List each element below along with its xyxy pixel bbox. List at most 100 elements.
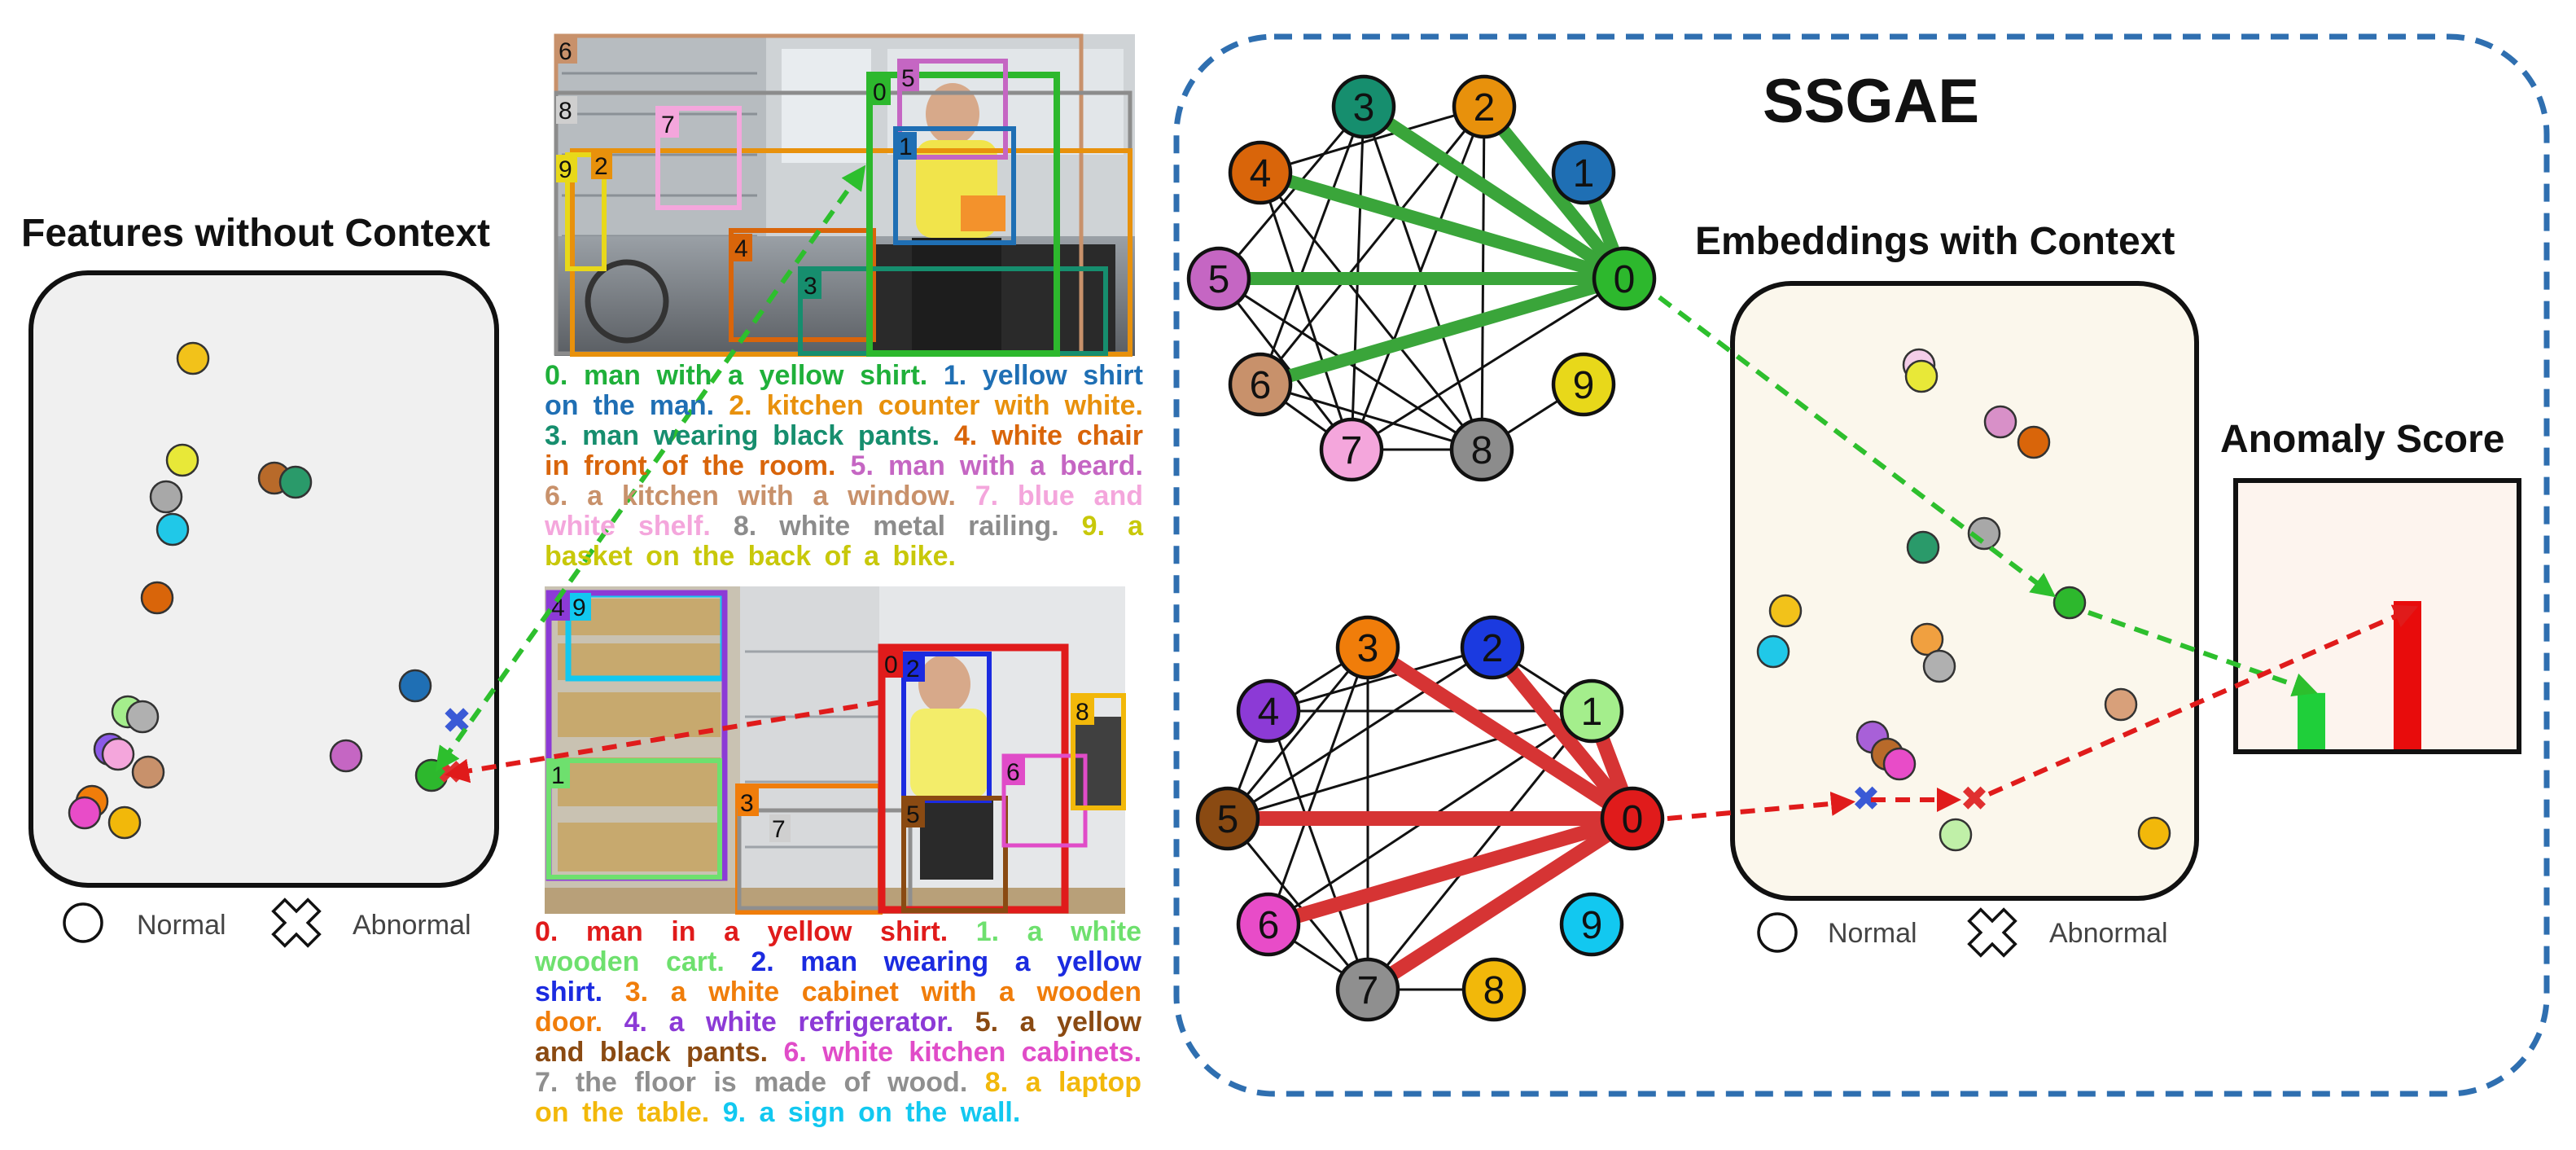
scene2-caption-7: 7. the floor is made of wood. <box>535 1067 968 1098</box>
feature-point <box>149 480 183 514</box>
ssgae-container <box>1173 33 2550 1097</box>
scene1-caption-2: 2. kitchen counter with white. <box>729 390 1143 421</box>
legend-abnormal-label-left: Abnormal <box>353 910 471 941</box>
embedding-point <box>1906 530 1940 564</box>
graph1-node <box>1228 352 1293 417</box>
scene2-image <box>545 586 1126 915</box>
graph1-node-label: 8 <box>1471 429 1493 472</box>
features-points <box>68 341 449 840</box>
graph1-node <box>1228 140 1293 205</box>
box-label: 8 <box>559 98 572 125</box>
legend-normal-label-left: Normal <box>137 910 226 941</box>
graph1-node-label: 5 <box>1208 258 1230 301</box>
scene2-caption-9: 9. a sign on the wall. <box>722 1097 1021 1128</box>
box-label: 4 <box>734 235 748 262</box>
graph2-node <box>1195 786 1260 851</box>
scene2-caption-6: 6. white kitchen cabinets. <box>783 1037 1142 1068</box>
embedding-point <box>1882 747 1917 781</box>
scene1-caption-7: 7. blue and white shelf. <box>545 481 1143 542</box>
embeddings-panel <box>1730 281 2199 901</box>
normal-legend-icon <box>1757 912 1798 953</box>
feature-point <box>165 443 199 477</box>
box-label: 6 <box>559 38 572 65</box>
graph2-node <box>1559 678 1624 744</box>
legend-abnormal-label-right: Abnormal <box>2049 918 2168 949</box>
box-label: 2 <box>906 656 920 683</box>
scene2-captions: 0. man in a yellow shirt. 1. a white woo… <box>535 917 1141 1128</box>
box-label: 9 <box>559 156 572 183</box>
embeddings-title: Embeddings with Context <box>1695 220 2175 263</box>
embedding-point <box>1983 405 2017 439</box>
feature-point <box>156 512 190 546</box>
arrow-graph2-to-embedding <box>1667 791 1855 821</box>
graph1-node <box>1319 417 1384 482</box>
graph1-node-label: 7 <box>1341 429 1363 472</box>
box-label: 5 <box>901 65 915 92</box>
graph2-node-label: 7 <box>1357 969 1379 1012</box>
graph1-node <box>1452 74 1517 139</box>
abnormal-legend-icon <box>1967 907 2017 958</box>
feature-point <box>125 700 160 734</box>
scene1-caption-3: 3. man wearing black pants. <box>545 420 940 451</box>
graph1-node-labels: 0 1 2 3 4 5 6 7 8 9 <box>1208 86 1636 472</box>
graph2-node-label: 4 <box>1258 691 1280 734</box>
box-label: 2 <box>594 153 608 180</box>
scene2-caption-3: 3. a white cabinet with a wooden door. <box>535 977 1141 1038</box>
embedding-point <box>1939 818 1973 852</box>
embedding-point <box>1768 594 1803 628</box>
graph2-node <box>1236 678 1301 744</box>
scene2-caption-2: 2. man wearing a yellow shirt. <box>535 946 1141 1007</box>
feature-point <box>101 737 135 771</box>
feature-point <box>176 341 210 375</box>
graph2-node-labels: 0 1 2 3 4 5 6 7 8 9 <box>1217 627 1644 1012</box>
box-label: 9 <box>572 595 586 621</box>
graph2-node-label: 5 <box>1217 798 1239 841</box>
scene1-caption-4: 4. white chair in front of the room. <box>545 420 1143 481</box>
abnormal-score-bar <box>2394 601 2421 749</box>
feature-point <box>329 739 363 773</box>
arrow-graph1-to-embedding <box>1658 295 2057 598</box>
feature-point <box>68 796 102 830</box>
scene1-caption-6: 6. a kitchen with a window. <box>545 481 956 511</box>
graph2-node-label: 8 <box>1483 969 1505 1012</box>
graph2-node <box>1335 615 1400 680</box>
box-label: 8 <box>1076 699 1089 726</box>
graph1-node-label: 1 <box>1573 152 1595 195</box>
box-label: 3 <box>740 790 754 817</box>
graph2-node <box>1600 786 1665 851</box>
embedding-point <box>1910 622 1944 656</box>
cross-icon-abnormal-red: ✖ <box>1960 779 1988 819</box>
graph2-node <box>1559 892 1624 957</box>
scene1-caption-5: 5. man with a beard. <box>850 450 1143 481</box>
feature-point <box>398 669 432 703</box>
graph1-node <box>1331 74 1396 139</box>
graph2-node-label: 9 <box>1581 904 1603 947</box>
box-label: 5 <box>906 801 920 828</box>
graph2-node <box>1236 892 1301 957</box>
feature-point <box>131 755 165 789</box>
anomaly-score-title: Anomaly Score <box>2220 418 2504 461</box>
anomaly-score-panel <box>2233 478 2521 754</box>
scene2-caption-1: 1. a white wooden cart. <box>535 916 1142 977</box>
graph1-node-label: 3 <box>1353 86 1375 129</box>
graph2-node <box>1461 957 1527 1022</box>
ssgae-title: SSGAE <box>1763 67 1979 136</box>
graph2-nodes <box>1195 615 1665 1022</box>
graph1-node <box>1592 246 1657 311</box>
scene1-caption-9: 9. a basket on the back of a bike. <box>545 511 1144 572</box>
scene1-caption-0: 0. man with a yellow shirt. <box>545 360 928 391</box>
graph1-node-label: 0 <box>1614 258 1636 301</box>
box-label: 0 <box>873 79 887 106</box>
graph2-node-label: 0 <box>1622 798 1644 841</box>
graph2-node <box>1335 957 1400 1022</box>
graph1-node-label: 6 <box>1250 364 1272 407</box>
abnormal-legend-icon <box>271 898 322 948</box>
embedding-point <box>2137 816 2171 850</box>
graph2-node-label: 1 <box>1581 691 1603 734</box>
graph1-node <box>1551 352 1616 417</box>
box-label: 7 <box>772 816 786 843</box>
box-label: 0 <box>884 652 898 678</box>
box-label: 6 <box>1006 759 1020 786</box>
legend-normal-label-right: Normal <box>1828 918 1917 949</box>
scene1-caption-1: 1. yellow shirt on the man. <box>545 360 1143 421</box>
